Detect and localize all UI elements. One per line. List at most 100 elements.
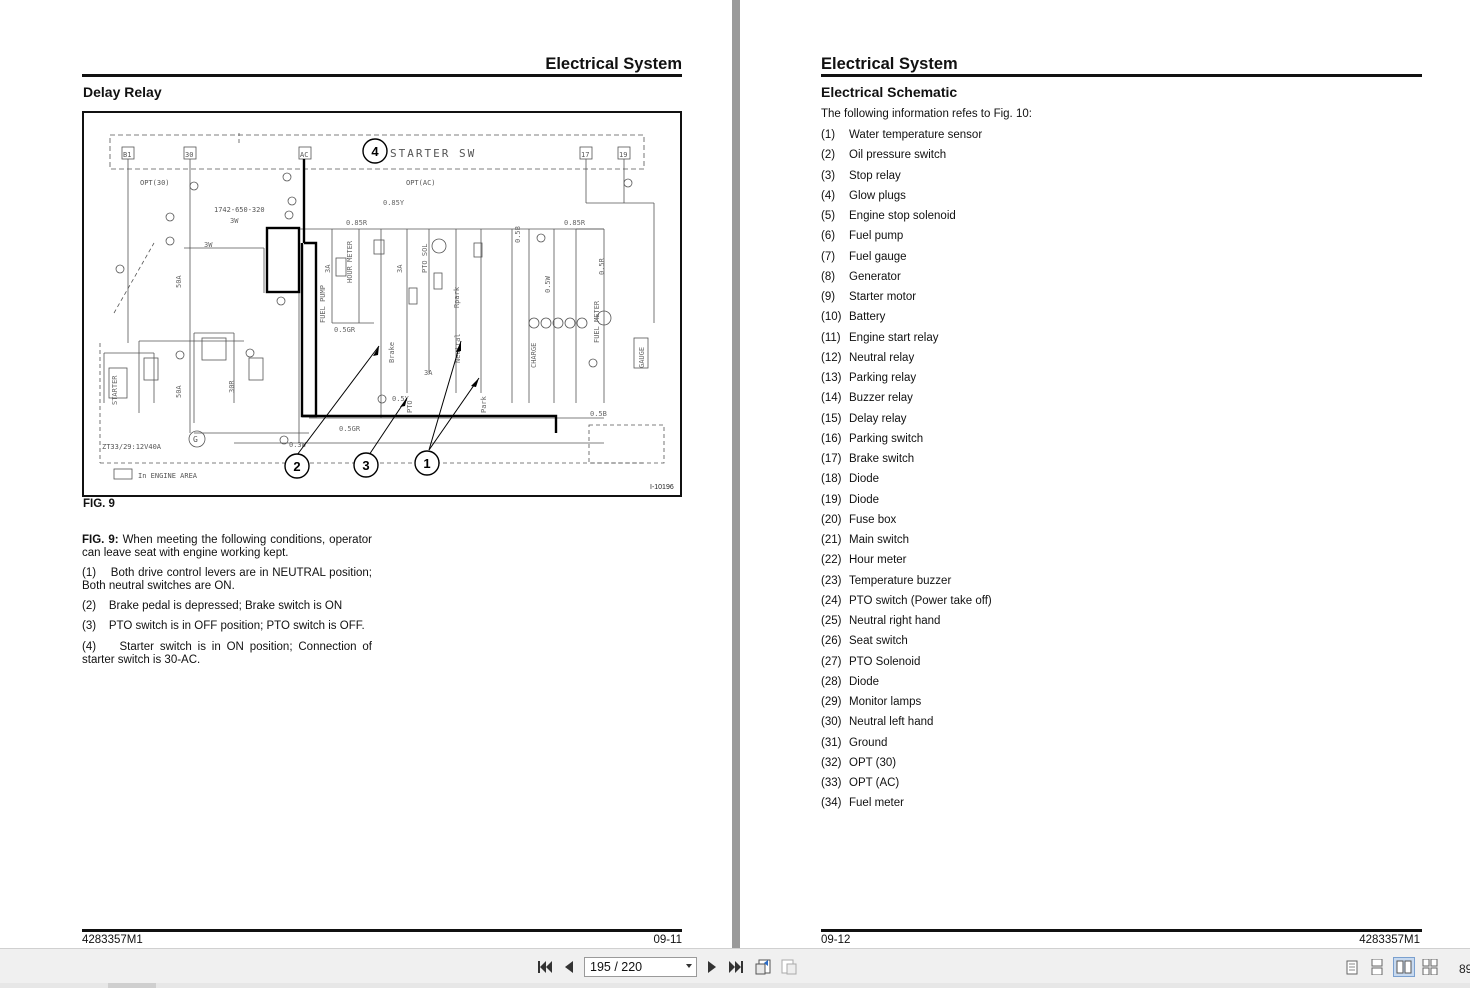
- list-item-number: (26): [821, 635, 842, 648]
- list-item: (30) Neutral left hand: [821, 715, 992, 735]
- facing-view-icon[interactable]: [1393, 957, 1415, 977]
- condition-text: PTO switch is in OFF position; PTO switc…: [108, 620, 365, 632]
- condition-item: (4) Starter switch is in ON position; Co…: [82, 641, 372, 667]
- list-item-text: Buzzer relay: [849, 392, 913, 405]
- list-item-number: (12): [821, 351, 842, 364]
- continuous-view-icon[interactable]: [1368, 958, 1386, 976]
- list-item: (17)Brake switch: [821, 452, 992, 472]
- list-item-number: (24): [821, 594, 842, 607]
- list-item-text: Neutral left hand: [849, 716, 934, 729]
- footer-rule: [82, 929, 682, 932]
- wire-label: 3W: [204, 241, 213, 249]
- figure-description: FIG. 9: When meeting the following condi…: [82, 534, 372, 560]
- first-page-icon[interactable]: [536, 958, 554, 976]
- last-page-icon[interactable]: [727, 958, 745, 976]
- list-item-number: (27): [821, 655, 842, 668]
- list-item-number: (1): [821, 129, 836, 141]
- list-item-text: Brake switch: [849, 453, 915, 465]
- list-item-text: Water temperature sensor: [849, 129, 983, 141]
- list-item-number: (23): [821, 574, 842, 587]
- list-item-text: Oil pressure switch: [849, 149, 947, 162]
- wiring-diagram: B1 30 AC 17 19 STARTER SW: [82, 111, 682, 497]
- schematic-intro: The following information refes to Fig. …: [821, 108, 1032, 120]
- list-item: (28)Diode: [821, 675, 992, 695]
- list-item-text: Parking switch: [849, 432, 924, 445]
- list-item-number: (6): [821, 230, 836, 243]
- list-item-number: (16): [821, 432, 842, 445]
- wire-label: 50A: [175, 385, 183, 398]
- list-item-text: Fuel meter: [849, 797, 904, 810]
- list-item-text: Neutral relay: [849, 351, 915, 364]
- list-item-text: PTO switch (Power take off): [849, 594, 992, 607]
- list-item-number: (14): [821, 392, 842, 405]
- component-label: FUEL PUMP: [319, 285, 327, 323]
- gauge-area-box: [588, 424, 665, 464]
- list-item: (19)Diode: [821, 493, 992, 513]
- pto-sol-symbol: [431, 238, 447, 254]
- list-item-number: (29): [821, 696, 842, 708]
- list-item-text: Delay relay: [849, 412, 907, 425]
- wire-label: 0.85R: [564, 219, 586, 227]
- list-item-text: PTO Solenoid: [849, 655, 921, 668]
- starter-switch-label: STARTER SW: [390, 147, 476, 160]
- callout-3: [353, 452, 379, 478]
- list-item-text: Diode: [849, 675, 880, 688]
- callout-1: [414, 450, 440, 476]
- callout-circles: [284, 138, 440, 479]
- list-item-number: (30): [821, 716, 842, 729]
- list-item: (18)Diode: [821, 472, 992, 492]
- gauge-symbol: [633, 337, 649, 369]
- previous-view-icon[interactable]: [754, 958, 772, 976]
- next-page-icon[interactable]: [703, 958, 721, 976]
- list-item-text: Fuse box: [849, 513, 897, 526]
- terminal-17-label: 17: [581, 151, 589, 159]
- condition-item: (1) Both drive control levers are in NEU…: [82, 567, 372, 593]
- terminal-ac-label: AC: [300, 151, 308, 159]
- tab-strip: [0, 983, 1470, 988]
- list-item-text: Hour meter: [849, 554, 907, 567]
- list-item-text: Engine stop solenoid: [849, 210, 956, 222]
- wire-label: 0.5B: [590, 410, 607, 418]
- single-page-view-icon[interactable]: [1343, 958, 1361, 976]
- component-label: Park: [480, 395, 488, 413]
- starter-symbol: [108, 367, 128, 399]
- condition-number: (3): [82, 620, 97, 632]
- component-label: PTO SOL: [421, 243, 429, 273]
- wire-label: 3W: [230, 217, 239, 225]
- callout-3-label: 3: [362, 458, 369, 473]
- chevron-down-icon: [686, 964, 692, 968]
- right-page: Electrical System Electrical Schematic 0…: [740, 0, 1470, 948]
- list-item-number: (13): [821, 372, 842, 384]
- section-title: Delay Relay: [83, 84, 162, 100]
- zoom-level[interactable]: 89: [1459, 962, 1470, 976]
- next-view-icon[interactable]: [780, 958, 798, 976]
- list-item-text: Ground: [849, 736, 888, 749]
- battery-symbol: [201, 337, 227, 361]
- opt-ac-label: OPT(AC): [406, 179, 436, 187]
- wire-label: 0.5GR: [339, 425, 361, 433]
- footer-doc-number: 4283357M1: [1359, 934, 1420, 946]
- list-item: (32)OPT (30): [821, 756, 992, 776]
- continuous-facing-view-icon[interactable]: [1421, 958, 1439, 976]
- page-header-title: Electrical System: [545, 55, 682, 73]
- list-item-text: Fuel pump: [849, 230, 904, 243]
- wire-label: 30R: [228, 380, 236, 393]
- condition-text: Brake pedal is depressed; Brake switch i…: [108, 600, 343, 612]
- wire-label: 0.5B: [514, 226, 522, 243]
- previous-page-icon[interactable]: [560, 958, 578, 976]
- condition-number: (1): [82, 567, 97, 579]
- page-number-select[interactable]: 195 / 220: [584, 957, 697, 977]
- list-item-number: (8): [821, 270, 836, 283]
- footer-page-number: 09-12: [821, 934, 851, 946]
- figure-description-label: FIG. 9:: [82, 534, 119, 546]
- wire-label: 0.3W: [289, 441, 307, 449]
- component-label: GAUGE: [638, 347, 646, 368]
- list-item-number: (19): [821, 493, 842, 506]
- list-item-number: (33): [821, 777, 842, 789]
- page-header-title: Electrical System: [821, 55, 958, 73]
- list-item-text: Seat switch: [849, 635, 908, 648]
- wire-label: 0.5W: [544, 275, 552, 293]
- section-title: Electrical Schematic: [821, 84, 958, 100]
- opt-30-label: OPT(30): [140, 179, 170, 187]
- figure-caption: FIG. 9: [83, 498, 115, 510]
